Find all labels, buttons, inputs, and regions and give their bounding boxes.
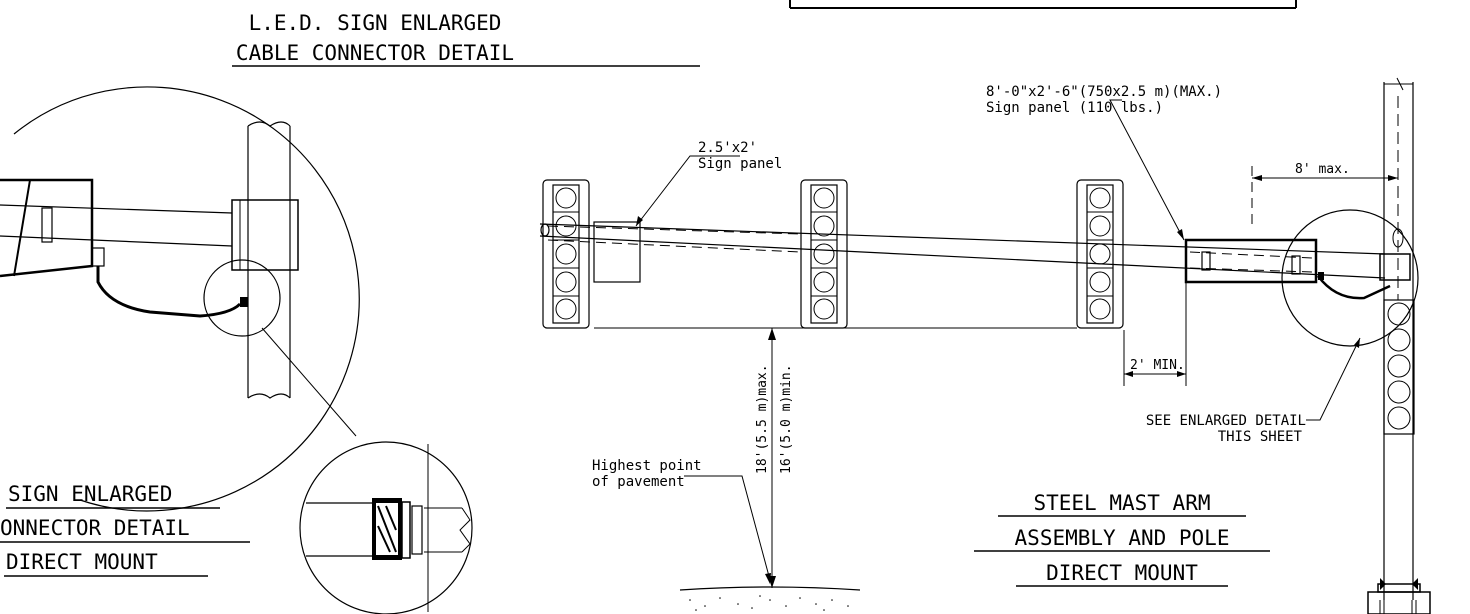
pavement-note-line2: of pavement: [592, 474, 685, 490]
see-detail-line2: THIS SHEET: [1218, 429, 1303, 445]
small-sign-size: 2.5'x2': [698, 140, 757, 156]
large-sign-size: 8'-0"x2'-6"(750x2.5 m)(MAX.): [986, 84, 1222, 100]
clearance-min-dimension: 16'(5.0 m)min.: [779, 364, 794, 474]
see-detail-line1: SEE ENLARGED DETAIL: [1146, 413, 1306, 429]
top-title-line2: CABLE CONNECTOR DETAIL: [236, 41, 514, 65]
connector-close-up: [299, 441, 473, 614]
signal-head-3: [1076, 179, 1124, 329]
max-offset-dimension: 8' max.: [1295, 162, 1350, 177]
right-title-line3: DIRECT MOUNT: [1046, 561, 1198, 585]
mast-arm-assembly: [539, 77, 1431, 614]
large-sign-label: Sign panel (110 lbs.): [986, 100, 1163, 116]
right-title-line2: ASSEMBLY AND POLE: [1015, 526, 1230, 550]
steel-pole: [1367, 77, 1431, 614]
cable-connector-detail: [0, 86, 360, 512]
signal-head-2: [800, 179, 848, 329]
pavement-note-line1: Highest point: [592, 458, 702, 474]
signal-head-1: [542, 179, 590, 329]
right-title-line1: STEEL MAST ARM: [1033, 491, 1210, 515]
small-sign-panel: [593, 221, 641, 283]
small-sign-label: Sign panel: [698, 156, 782, 172]
large-sign-panel: [1184, 238, 1318, 284]
left-title-line1: SIGN ENLARGED: [8, 482, 172, 506]
left-title-line3: DIRECT MOUNT: [6, 550, 158, 574]
pavement-hatch: [689, 595, 849, 611]
top-title-line1: L.E.D. SIGN ENLARGED: [249, 11, 502, 35]
left-title-line2: ONNECTOR DETAIL: [0, 516, 190, 540]
detail-circle: [1281, 209, 1419, 347]
title-block-fragment: [789, 0, 1297, 9]
clearance-max-dimension: 18'(5.5 m)max.: [755, 364, 770, 474]
min-spacing-dimension: 2' MIN.: [1130, 358, 1185, 373]
